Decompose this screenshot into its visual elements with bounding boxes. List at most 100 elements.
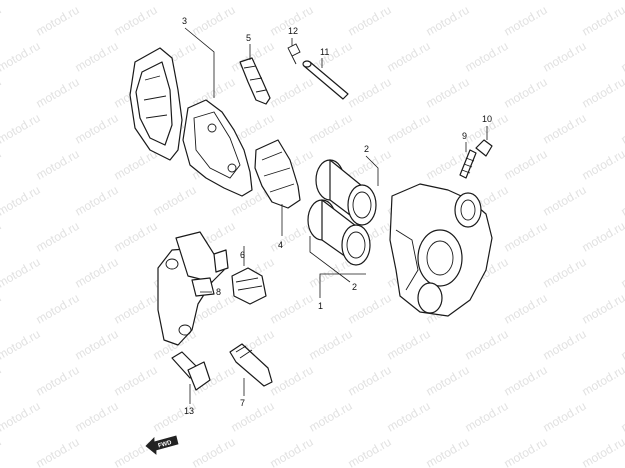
label-part-6: 6 — [240, 250, 245, 260]
watermark-text: motod.ru — [73, 0, 121, 3]
watermark-text: motod.ru — [463, 39, 511, 75]
watermark-text: motod.ru — [346, 435, 394, 468]
watermark-text: motod.ru — [346, 3, 394, 39]
watermark-text: motod.ru — [73, 183, 121, 219]
label-part-12: 12 — [288, 26, 298, 36]
watermark-text: motod.ru — [541, 111, 589, 147]
watermark-text: motod.ru — [190, 3, 238, 39]
watermark-text: motod.ru — [268, 363, 316, 399]
watermark-text: motod.ru — [229, 0, 277, 3]
watermark-text: motod.ru — [73, 327, 121, 363]
watermark-text: motod.ru — [385, 39, 433, 75]
watermark-text: motod.ru — [34, 147, 82, 183]
watermark-text: motod.ru — [619, 399, 625, 435]
watermark-text: motod.ru — [307, 399, 355, 435]
watermark-text: motod.ru — [424, 75, 472, 111]
watermark-text: motod.ru — [112, 147, 160, 183]
watermark-text: motod.ru — [580, 219, 625, 255]
watermark-text: motod.ru — [151, 0, 199, 3]
watermark-text: motod.ru — [541, 399, 589, 435]
watermark-text: motod.ru — [151, 399, 199, 435]
watermark-text: motod.ru — [73, 399, 121, 435]
mounting-bolt — [171, 351, 211, 391]
watermark-text: motod.ru — [502, 435, 550, 468]
watermark-text: motod.ru — [619, 183, 625, 219]
watermark-text: motod.ru — [463, 399, 511, 435]
watermark-text: motod.ru — [151, 183, 199, 219]
label-part-4: 4 — [278, 240, 283, 250]
label-part-5: 5 — [246, 33, 251, 43]
watermark-text: motod.ru — [0, 183, 43, 219]
brake-pad-plate — [129, 47, 183, 161]
watermark-text: motod.ru — [112, 291, 160, 327]
watermark-text: motod.ru — [34, 363, 82, 399]
label-part-9: 9 — [462, 131, 467, 141]
watermark-text: motod.ru — [580, 435, 625, 468]
watermark-text: motod.ru — [112, 219, 160, 255]
bleeder-cap — [475, 139, 493, 157]
label-part-3: 3 — [182, 16, 187, 26]
pad-pin — [302, 60, 349, 100]
brake-pad-backing — [182, 99, 253, 197]
watermark-text: motod.ru — [112, 3, 160, 39]
watermark-text: motod.ru — [541, 327, 589, 363]
watermark-text: motod.ru — [0, 111, 43, 147]
watermark-text: motod.ru — [619, 39, 625, 75]
watermark-text: motod.ru — [73, 111, 121, 147]
watermark-text: motod.ru — [346, 291, 394, 327]
watermark-text: motod.ru — [0, 39, 43, 75]
watermark-text: motod.ru — [541, 39, 589, 75]
watermark-text: motod.ru — [0, 435, 4, 468]
watermark-text: motod.ru — [541, 183, 589, 219]
pad-spring — [239, 57, 271, 105]
watermark-text: motod.ru — [502, 3, 550, 39]
watermark-text: motod.ru — [463, 327, 511, 363]
watermark-text: motod.ru — [463, 0, 511, 3]
label-part-8: 8 — [216, 287, 221, 297]
label-part-13: 13 — [184, 406, 194, 416]
watermark-text: motod.ru — [502, 291, 550, 327]
watermark-text: motod.ru — [424, 363, 472, 399]
watermark-text: motod.ru — [502, 75, 550, 111]
watermark-text: motod.ru — [34, 75, 82, 111]
watermark-text: motod.ru — [385, 327, 433, 363]
watermark-text: motod.ru — [619, 255, 625, 291]
watermark-text: motod.ru — [268, 291, 316, 327]
watermark-text: motod.ru — [229, 399, 277, 435]
watermark-text: motod.ru — [34, 291, 82, 327]
watermark-text: motod.ru — [0, 327, 43, 363]
watermark-text: motod.ru — [307, 111, 355, 147]
watermark-text: motod.ru — [385, 0, 433, 3]
caliper-bracket — [157, 231, 229, 346]
watermark-text: motod.ru — [346, 147, 394, 183]
watermark-text: motod.ru — [541, 255, 589, 291]
watermark-text: motod.ru — [0, 363, 4, 399]
watermark-text: motod.ru — [619, 0, 625, 3]
watermark-text: motod.ru — [424, 3, 472, 39]
watermark-text: motod.ru — [268, 435, 316, 468]
watermark-text: motod.ru — [580, 3, 625, 39]
watermark-text: motod.ru — [580, 147, 625, 183]
watermark-text: motod.ru — [190, 435, 238, 468]
leader-lines — [184, 27, 488, 404]
dust-boot — [231, 267, 267, 305]
label-part-11: 11 — [320, 47, 329, 57]
label-part-10: 10 — [482, 114, 492, 124]
part-labels: 3 5 12 11 2 9 10 4 6 8 2 1 7 13 — [182, 16, 492, 416]
watermark-text: motod.ru — [34, 435, 82, 468]
slide-pin — [229, 343, 273, 387]
watermark-text: motod.ru — [73, 255, 121, 291]
label-part-2-lower: 2 — [352, 282, 357, 292]
watermark-text: motod.ru — [34, 219, 82, 255]
piston-lower — [307, 199, 371, 266]
forward-label: FWD — [158, 440, 173, 450]
watermark-text: motod.ru — [307, 0, 355, 3]
watermark-text: motod.ru — [268, 75, 316, 111]
watermark-text: motod.ru — [502, 219, 550, 255]
watermark-text: motod.ru — [0, 219, 4, 255]
watermark-text: motod.ru — [385, 111, 433, 147]
watermark-text: motod.ru — [424, 435, 472, 468]
watermark-text: motod.ru — [346, 363, 394, 399]
label-part-1: 1 — [318, 301, 323, 311]
